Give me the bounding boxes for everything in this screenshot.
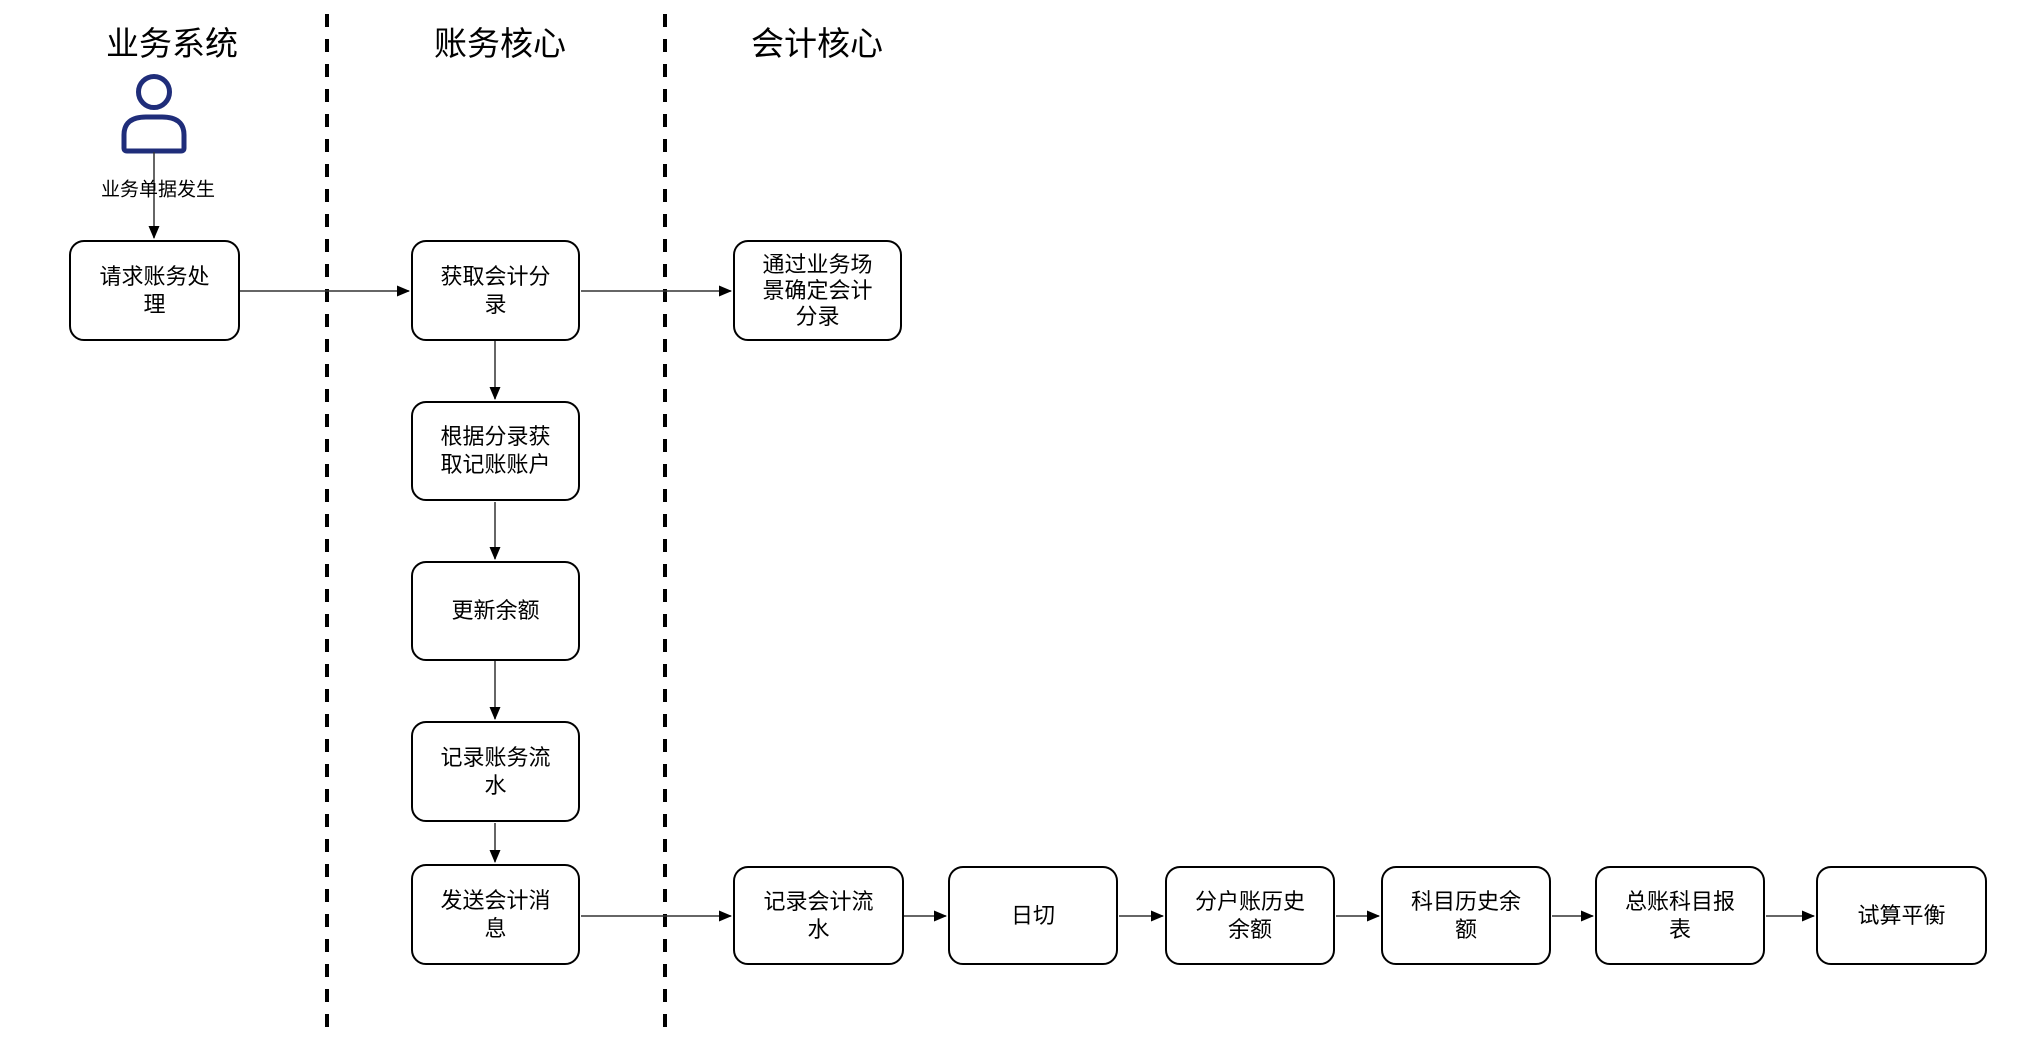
person-icon xyxy=(121,74,187,154)
node-update-balance: 更新余额 xyxy=(411,561,580,661)
node-label: 试算平衡 xyxy=(1857,902,1946,928)
node-record-accounting-journal: 记录账务流水 xyxy=(411,721,580,822)
node-label: 请求账务处理 xyxy=(99,263,210,317)
node-general-ledger-subject-report: 总账科目报表 xyxy=(1595,866,1765,965)
node-get-booking-accounts-by-entries: 根据分录获取记账账户 xyxy=(411,401,580,501)
node-subledger-historical-balance: 分户账历史余额 xyxy=(1165,866,1335,965)
edge-label-business-document: 业务单据发生 xyxy=(100,179,216,201)
node-label: 发送会计消息 xyxy=(440,887,551,941)
node-label: 科目历史余额 xyxy=(1410,888,1521,942)
node-label: 记录账务流水 xyxy=(440,744,551,798)
node-label: 总账科目报表 xyxy=(1624,888,1735,942)
node-record-acct-entry-journal: 记录会计流水 xyxy=(733,866,904,965)
node-label: 记录会计流水 xyxy=(763,888,874,942)
node-label: 更新余额 xyxy=(451,598,540,623)
node-label: 分户账历史余额 xyxy=(1194,888,1305,942)
node-request-accounting-processing: 请求账务处理 xyxy=(69,240,240,341)
lane-title-business-system: 业务系统 xyxy=(106,25,238,62)
lane-title-financial-core: 会计核心 xyxy=(751,25,883,62)
node-day-end-cutoff: 日切 xyxy=(948,866,1118,965)
node-send-accounting-message: 发送会计消息 xyxy=(411,864,580,965)
node-subject-historical-balance: 科目历史余额 xyxy=(1381,866,1551,965)
node-determine-entries-by-business-scenario: 通过业务场景确定会计分录 xyxy=(733,240,902,341)
node-trial-balance: 试算平衡 xyxy=(1816,866,1987,965)
node-label: 通过业务场景确定会计分录 xyxy=(762,251,873,329)
lane-title-accounting-core: 账务核心 xyxy=(434,25,566,62)
node-label: 根据分录获取记账账户 xyxy=(440,424,551,477)
node-get-accounting-entries: 获取会计分录 xyxy=(411,240,580,341)
node-label: 日切 xyxy=(1010,902,1055,928)
node-label: 获取会计分录 xyxy=(440,263,551,317)
